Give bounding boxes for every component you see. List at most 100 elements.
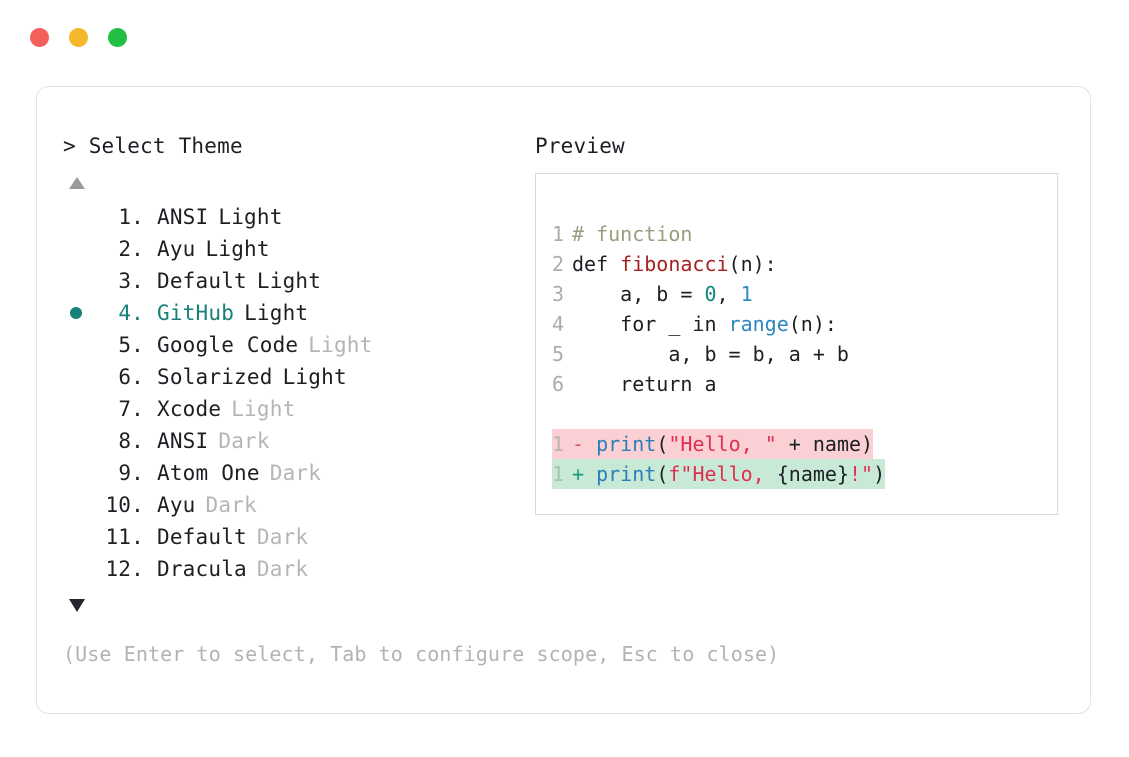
code-token: # function [572, 222, 693, 246]
theme-item-name: Default [157, 269, 247, 293]
theme-item-name: Dracula [157, 557, 247, 581]
minimize-window-button[interactable] [69, 28, 88, 47]
code-token: ( [656, 462, 669, 486]
theme-list-item[interactable]: 1. ANSI Light [63, 201, 523, 233]
keyboard-hint: (Use Enter to select, Tab to configure s… [63, 642, 780, 666]
line-number: 5 [552, 342, 565, 366]
theme-list-item[interactable]: 12. Dracula Dark [63, 553, 523, 585]
code-token: ) [873, 462, 886, 486]
code-token: "Hello, " [668, 432, 777, 456]
code-token: range [728, 312, 789, 336]
code-line: 1 # function [552, 219, 885, 249]
theme-item-variant: Dark [205, 493, 257, 517]
theme-item-index: 6. [118, 365, 144, 389]
theme-item-variant: Light [244, 301, 309, 325]
theme-item-index: 4. [118, 301, 144, 325]
close-window-button[interactable] [30, 28, 49, 47]
scroll-up-icon[interactable] [69, 177, 85, 189]
diff-sign: - [572, 432, 597, 456]
diff-line-number: 1 [552, 432, 565, 456]
code-token: , [716, 282, 741, 306]
code-token: print [596, 432, 657, 456]
selected-bullet-icon [70, 307, 82, 319]
theme-item-variant: Light [282, 365, 347, 389]
theme-item-index: 3. [118, 269, 144, 293]
code-token: a, b = b, a + b [572, 342, 849, 366]
theme-list-item[interactable]: 3. Default Light [63, 265, 523, 297]
theme-item-name: Google Code [157, 333, 299, 357]
theme-list-item[interactable]: 6. Solarized Light [63, 361, 523, 393]
theme-item-variant: Light [256, 269, 322, 293]
code-token: a, b = [572, 282, 705, 306]
theme-item-name: Default [157, 525, 247, 549]
selection-bullet-cell [63, 307, 96, 319]
code-line: 4 for _ in range(n): [552, 309, 885, 339]
code-token: {name} [776, 462, 849, 486]
prompt-heading: > Select Theme [63, 131, 523, 161]
theme-item-name: Ayu [157, 237, 196, 261]
window-traffic-lights [30, 28, 127, 47]
theme-item-variant: Light [218, 205, 283, 229]
theme-item-name: Xcode [157, 397, 222, 421]
code-line: 6 return a [552, 369, 885, 399]
code-token: print [596, 462, 657, 486]
diff-added-line: 1+ print(f"Hello, {name}!") [552, 459, 886, 489]
code-token: (n): [788, 312, 837, 336]
theme-item-index: 8. [118, 429, 144, 453]
line-number: 3 [552, 282, 565, 306]
theme-item-variant: Dark [256, 557, 309, 581]
maximize-window-button[interactable] [108, 28, 127, 47]
theme-list-item[interactable]: 10. Ayu Dark [63, 489, 523, 521]
theme-item-name: Atom One [157, 461, 260, 485]
theme-list-item[interactable]: 9. Atom One Dark [63, 457, 523, 489]
code-token: ( [656, 432, 669, 456]
code-token: !" [848, 462, 874, 486]
line-number: 2 [552, 252, 565, 276]
theme-item-index: 12. [105, 557, 144, 581]
code-token: f"Hello, [668, 462, 777, 486]
code-token: for _ in [572, 312, 729, 336]
theme-item-variant: Dark [218, 429, 270, 453]
theme-item-variant: Dark [256, 525, 309, 549]
line-number: 4 [552, 312, 565, 336]
code-token: 0 [704, 282, 717, 306]
theme-list-item[interactable]: 8. ANSI Dark [63, 425, 523, 457]
scroll-down-icon[interactable] [69, 599, 85, 612]
code-spacer [552, 399, 885, 429]
code-token: (n): [728, 252, 777, 276]
theme-item-name: Ayu [157, 493, 196, 517]
theme-item-name: ANSI [157, 205, 209, 229]
code-token: return a [572, 372, 717, 396]
code-token: 1 [740, 282, 753, 306]
line-number: 1 [552, 222, 565, 246]
code-token: + name) [776, 432, 874, 456]
theme-item-variant: Light [308, 333, 373, 357]
theme-item-index: 1. [118, 205, 144, 229]
theme-item-name: ANSI [157, 429, 209, 453]
prompt-marker: > [63, 134, 76, 158]
diff-removed-line: 1- print("Hello, " + name) [552, 429, 874, 459]
page-title: Select Theme [88, 134, 243, 158]
code-line: 3 a, b = 0, 1 [552, 279, 885, 309]
preview-heading: Preview [535, 134, 625, 158]
code-token: fibonacci [620, 252, 729, 276]
theme-item-variant: Dark [269, 461, 322, 485]
diff-sign: + [572, 462, 597, 486]
theme-item-index: 10. [105, 493, 144, 517]
theme-item-index: 7. [118, 397, 144, 421]
theme-item-index: 9. [118, 461, 144, 485]
theme-item-name: Solarized [157, 365, 273, 389]
theme-item-index: 2. [118, 237, 144, 261]
